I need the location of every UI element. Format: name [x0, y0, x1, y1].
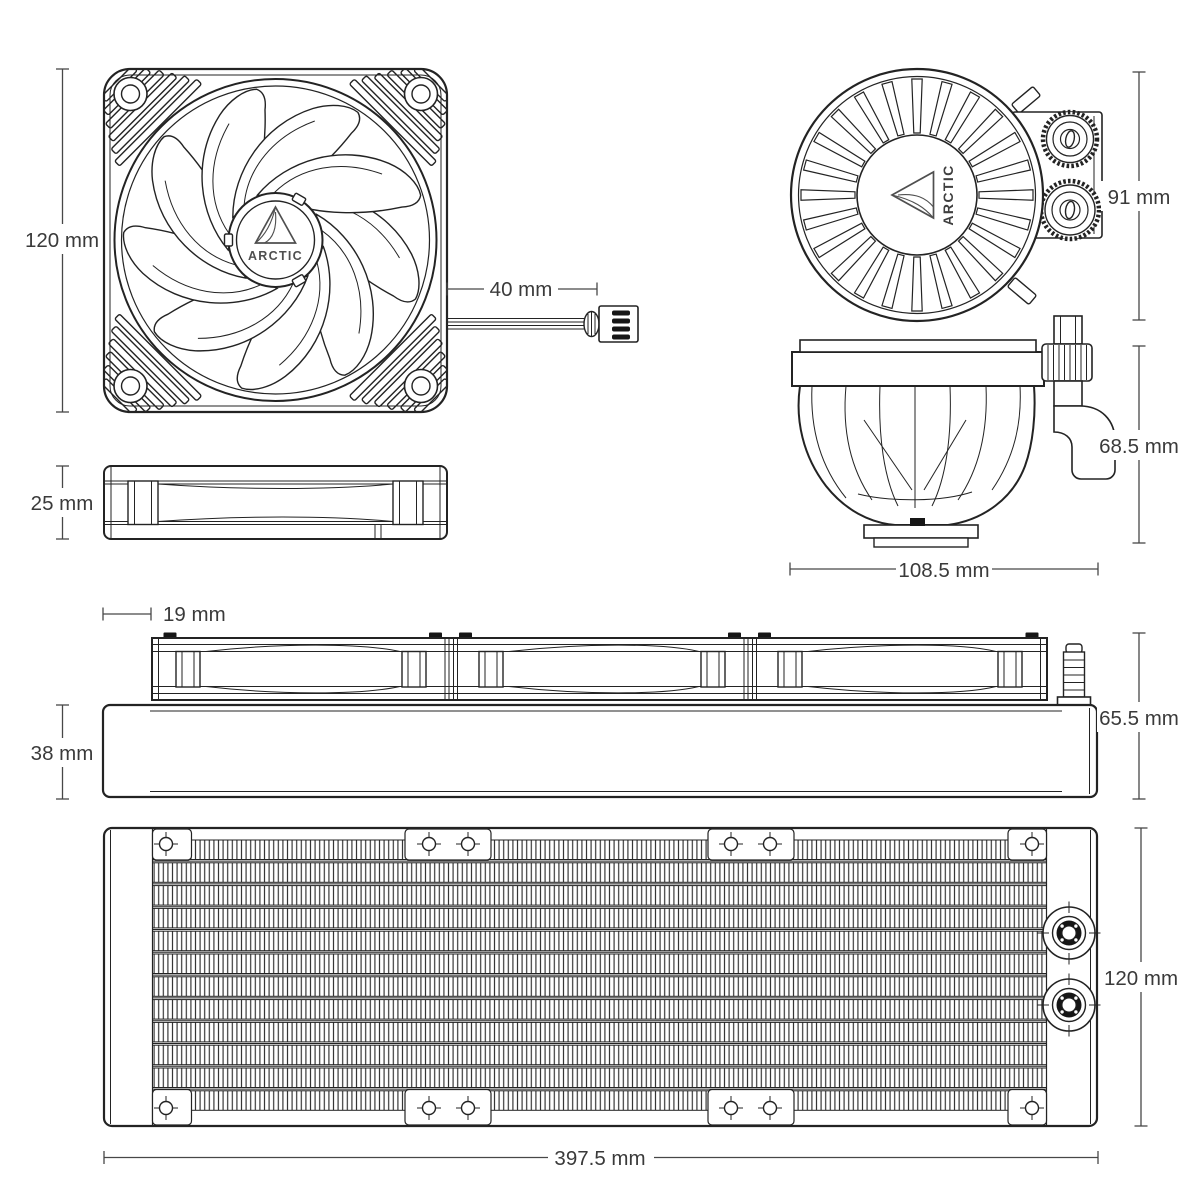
fan-frame-inner-line [109, 74, 442, 407]
radiator-port-top [1037, 901, 1101, 965]
arctic-logo-pump: ARCTIC [890, 164, 956, 226]
arctic-wordmark-pump: ARCTIC [940, 164, 956, 225]
dim-pump-depth: 108.5 mm [789, 554, 1099, 584]
radiator-body-side [101, 703, 1099, 799]
dim-radiator-thickness-label: 38 mm [31, 742, 94, 765]
dim-fan-thickness-label: 25 mm [31, 492, 94, 515]
radiator-mount-notches [151, 828, 1048, 1126]
radiator-mount-holes [154, 832, 1044, 1120]
dim-fan-overhang: 19 mm [102, 603, 226, 626]
arctic-wordmark-fan: ARCTIC [248, 249, 303, 263]
fan-cable [447, 305, 639, 343]
fan-side-cable-notch [374, 524, 382, 540]
dim-cable-length-label: 40 mm [490, 278, 553, 301]
pump-top-view: ARCTIC [789, 67, 1103, 323]
fan-side-strut-left [127, 480, 159, 526]
pump-hose-elbow [1053, 405, 1116, 480]
fan-opening-inner-ring [120, 85, 431, 395]
pump-hose-nut [1041, 343, 1093, 382]
dim-fan-overhang-label: 19 mm [163, 603, 226, 626]
fan-front-view: ARCTIC [102, 67, 449, 414]
dim-assembly-height: 65.5 mm [1097, 632, 1181, 800]
pump-side-view [791, 315, 1116, 548]
pump-top-cap [856, 134, 978, 256]
radiator-hose-barb [1056, 643, 1092, 707]
radiator-face-view [102, 826, 1101, 1128]
fan-screw-holes [113, 76, 439, 404]
pump-housing [797, 385, 1036, 526]
fan-side-strut-right [392, 480, 424, 526]
radiator-fin-rows [152, 839, 1047, 1111]
dim-pump-height-label: 68.5 mm [1099, 435, 1179, 458]
radiator-port-bottom [1037, 973, 1101, 1037]
pump-vrm-fan-block [791, 351, 1045, 387]
dim-radiator-length: 397.5 mm [103, 1143, 1099, 1172]
dim-fan-thickness: 25 mm [24, 465, 101, 540]
fan-hub [223, 192, 324, 288]
dim-pump-depth-label: 108.5 mm [898, 559, 989, 582]
pump-fitting-top [1040, 109, 1100, 169]
dim-radiator-length-label: 397.5 mm [554, 1147, 645, 1170]
fan-connector-4pin [598, 305, 639, 343]
dim-radiator-thickness: 38 mm [24, 704, 101, 800]
fan-row-side [151, 632, 1048, 701]
dim-pump-height: 68.5 mm [1097, 345, 1181, 544]
dim-pump-width-label: 91 mm [1108, 186, 1171, 209]
dim-fan-size-label: 120 mm [25, 229, 99, 252]
arctic-logo-fan: ARCTIC [248, 205, 303, 263]
dim-cable-length: 40 mm [446, 273, 598, 303]
arctic-triangle-icon [890, 170, 935, 220]
arctic-triangle-icon [254, 205, 297, 244]
dim-pump-width: 91 mm [1101, 71, 1178, 321]
pump-fitting-bottom [1038, 178, 1102, 242]
radiator-side-view [101, 632, 1099, 799]
fan-side-view [103, 465, 448, 540]
dim-fan-size: 120 mm [25, 68, 100, 413]
fan-frame [102, 67, 449, 414]
dim-radiator-width: 120 mm [1103, 827, 1180, 1127]
dim-radiator-width-label: 120 mm [1104, 967, 1178, 990]
pump-cold-plate [863, 524, 979, 539]
dim-assembly-height-label: 65.5 mm [1099, 707, 1179, 730]
pump-hose-tube [1053, 315, 1083, 345]
